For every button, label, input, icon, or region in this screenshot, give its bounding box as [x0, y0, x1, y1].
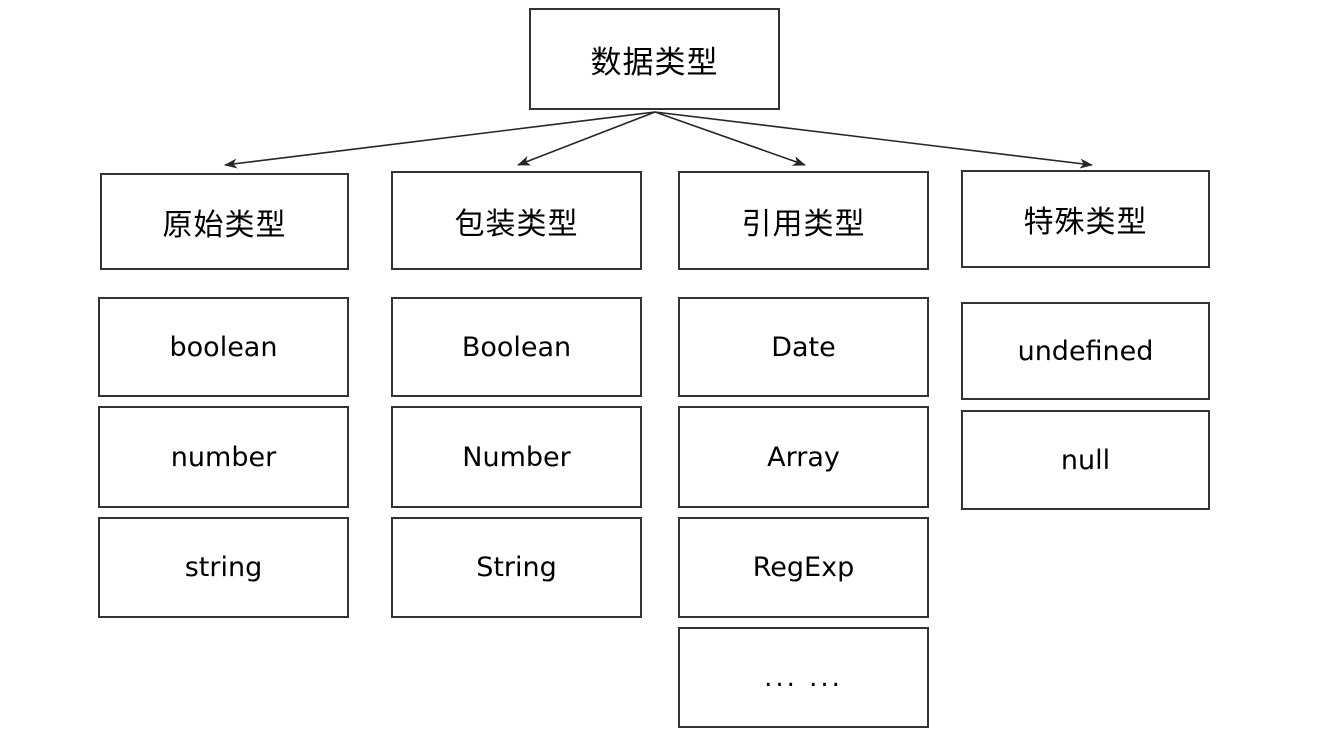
category-node-1[interactable]: 原始类型 [100, 173, 349, 270]
leaf-node-c3-r4[interactable]: ... ... [678, 627, 929, 728]
leaf-node-c2-r3[interactable]: String [391, 517, 642, 618]
leaf-node-label: RegExp [752, 552, 855, 583]
leaf-node-c1-r3[interactable]: string [98, 517, 349, 618]
category-node-2[interactable]: 包装类型 [391, 171, 642, 270]
leaf-node-c3-r1[interactable]: Date [678, 297, 929, 397]
leaf-node-label: String [476, 552, 557, 583]
leaf-node-c4-r2[interactable]: null [961, 410, 1210, 510]
category-node-label: 包装类型 [454, 206, 579, 242]
root-node-label: 数据类型 [590, 44, 719, 81]
leaf-node-label: ... ... [764, 662, 843, 693]
category-node-label: 原始类型 [162, 207, 287, 243]
leaf-node-label: string [184, 552, 263, 583]
leaf-node-label: Number [462, 441, 571, 473]
connector-arrow-3 [654, 111, 806, 166]
leaf-node-c3-r3[interactable]: RegExp [678, 517, 929, 618]
leaf-node-label: number [170, 441, 277, 473]
category-node-label: 引用类型 [741, 206, 866, 242]
leaf-node-c2-r2[interactable]: Number [391, 406, 642, 508]
category-node-3[interactable]: 引用类型 [678, 171, 929, 270]
category-node-4[interactable]: 特殊类型 [961, 170, 1210, 268]
leaf-node-c4-r1[interactable]: undefined [961, 302, 1210, 400]
leaf-node-c3-r2[interactable]: Array [678, 406, 929, 508]
root-node-data-types[interactable]: 数据类型 [529, 8, 780, 110]
leaf-node-c1-r1[interactable]: boolean [98, 297, 349, 397]
leaf-node-label: Boolean [461, 331, 572, 363]
leaf-node-c2-r1[interactable]: Boolean [391, 297, 642, 397]
leaf-node-label: undefined [1017, 335, 1154, 367]
leaf-node-label: Array [767, 441, 840, 473]
leaf-node-label: null [1060, 444, 1111, 476]
connector-arrow-1 [224, 111, 656, 169]
category-node-label: 特殊类型 [1023, 205, 1148, 240]
leaf-node-label: boolean [169, 331, 278, 363]
leaf-node-label: Date [771, 331, 836, 363]
leaf-node-c1-r2[interactable]: number [98, 406, 349, 508]
connector-arrow-4 [654, 111, 1093, 169]
connector-arrow-2 [517, 111, 656, 166]
